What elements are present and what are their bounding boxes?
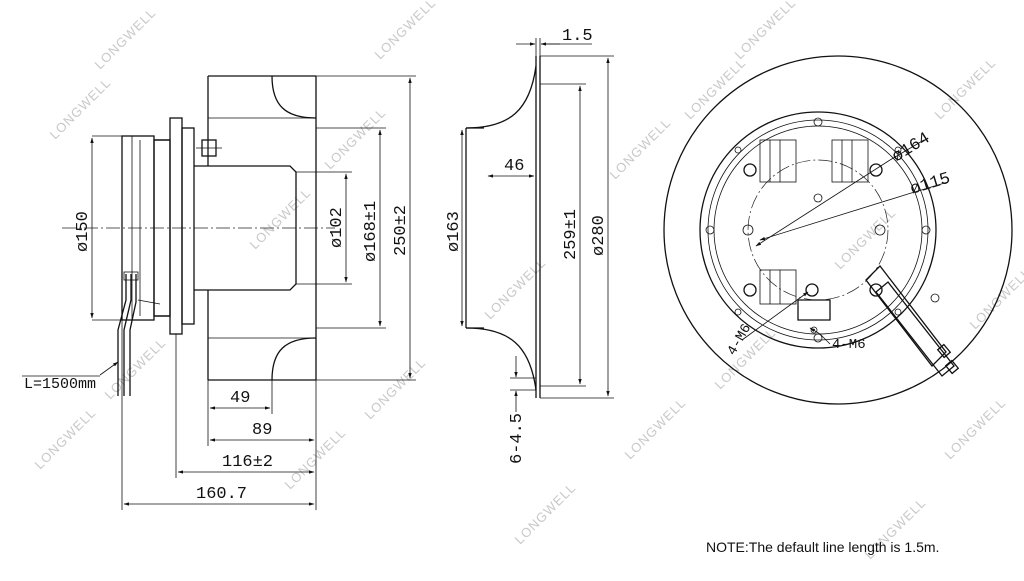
watermark: LONGWELL bbox=[622, 395, 689, 462]
watermark: LONGWELL bbox=[942, 395, 1009, 462]
watermark: LONGWELL bbox=[102, 335, 169, 402]
dim-116: 116±2 bbox=[222, 453, 273, 472]
watermark: LONGWELL bbox=[967, 265, 1024, 332]
dim-outer-dia: 250±2 bbox=[392, 205, 411, 256]
watermark: LONGWELL bbox=[47, 75, 114, 142]
watermark: LONGWELL bbox=[607, 115, 674, 182]
dim-ring-outer-dia: ø280 bbox=[590, 215, 609, 256]
watermark-layer: LONGWELL LONGWELL LONGWELL LONGWELL LONG… bbox=[32, 0, 1024, 562]
dim-49: 49 bbox=[230, 389, 250, 408]
dim-inner-dia: ø163 bbox=[445, 211, 464, 252]
front-view: ø164 ø115 4-M6 4-M6 bbox=[663, 55, 1013, 405]
dim-flange-thickness: 1.5 bbox=[562, 27, 593, 46]
dim-pcd-outer: ø164 bbox=[889, 129, 934, 167]
watermark: LONGWELL bbox=[372, 0, 439, 62]
ring-view: 1.5 46 ø163 259±1 ø280 6-4.5 bbox=[445, 27, 614, 464]
dim-160: 160.7 bbox=[196, 485, 247, 504]
dim-motor-dia: ø150 bbox=[74, 211, 93, 252]
holes-label-b: 4-M6 bbox=[832, 337, 866, 353]
watermark: LONGWELL bbox=[322, 105, 389, 172]
dim-89: 89 bbox=[252, 421, 272, 440]
watermark: LONGWELL bbox=[32, 405, 99, 472]
watermark: LONGWELL bbox=[512, 480, 579, 547]
watermark: LONGWELL bbox=[282, 425, 349, 492]
watermark: LONGWELL bbox=[247, 185, 314, 252]
note-text: NOTE:The default line length is 1.5m. bbox=[706, 539, 940, 555]
watermark: LONGWELL bbox=[362, 355, 429, 422]
dim-cable-length: L=1500mm bbox=[24, 376, 96, 393]
dim-gap: 6-4.5 bbox=[508, 413, 527, 464]
watermark: LONGWELL bbox=[682, 55, 749, 122]
watermark: LONGWELL bbox=[732, 0, 799, 62]
watermark: LONGWELL bbox=[482, 255, 549, 322]
dim-mid-dia: 259±1 bbox=[562, 209, 581, 260]
dim-hub-dia: ø102 bbox=[328, 207, 347, 248]
dim-wheel-dia: ø168±1 bbox=[362, 201, 381, 262]
watermark: LONGWELL bbox=[92, 5, 159, 72]
dim-inlet-depth: 46 bbox=[504, 157, 524, 176]
side-view: ø150 ø102 ø168±1 250±2 L=1500mm 49 89 11… bbox=[22, 75, 416, 510]
